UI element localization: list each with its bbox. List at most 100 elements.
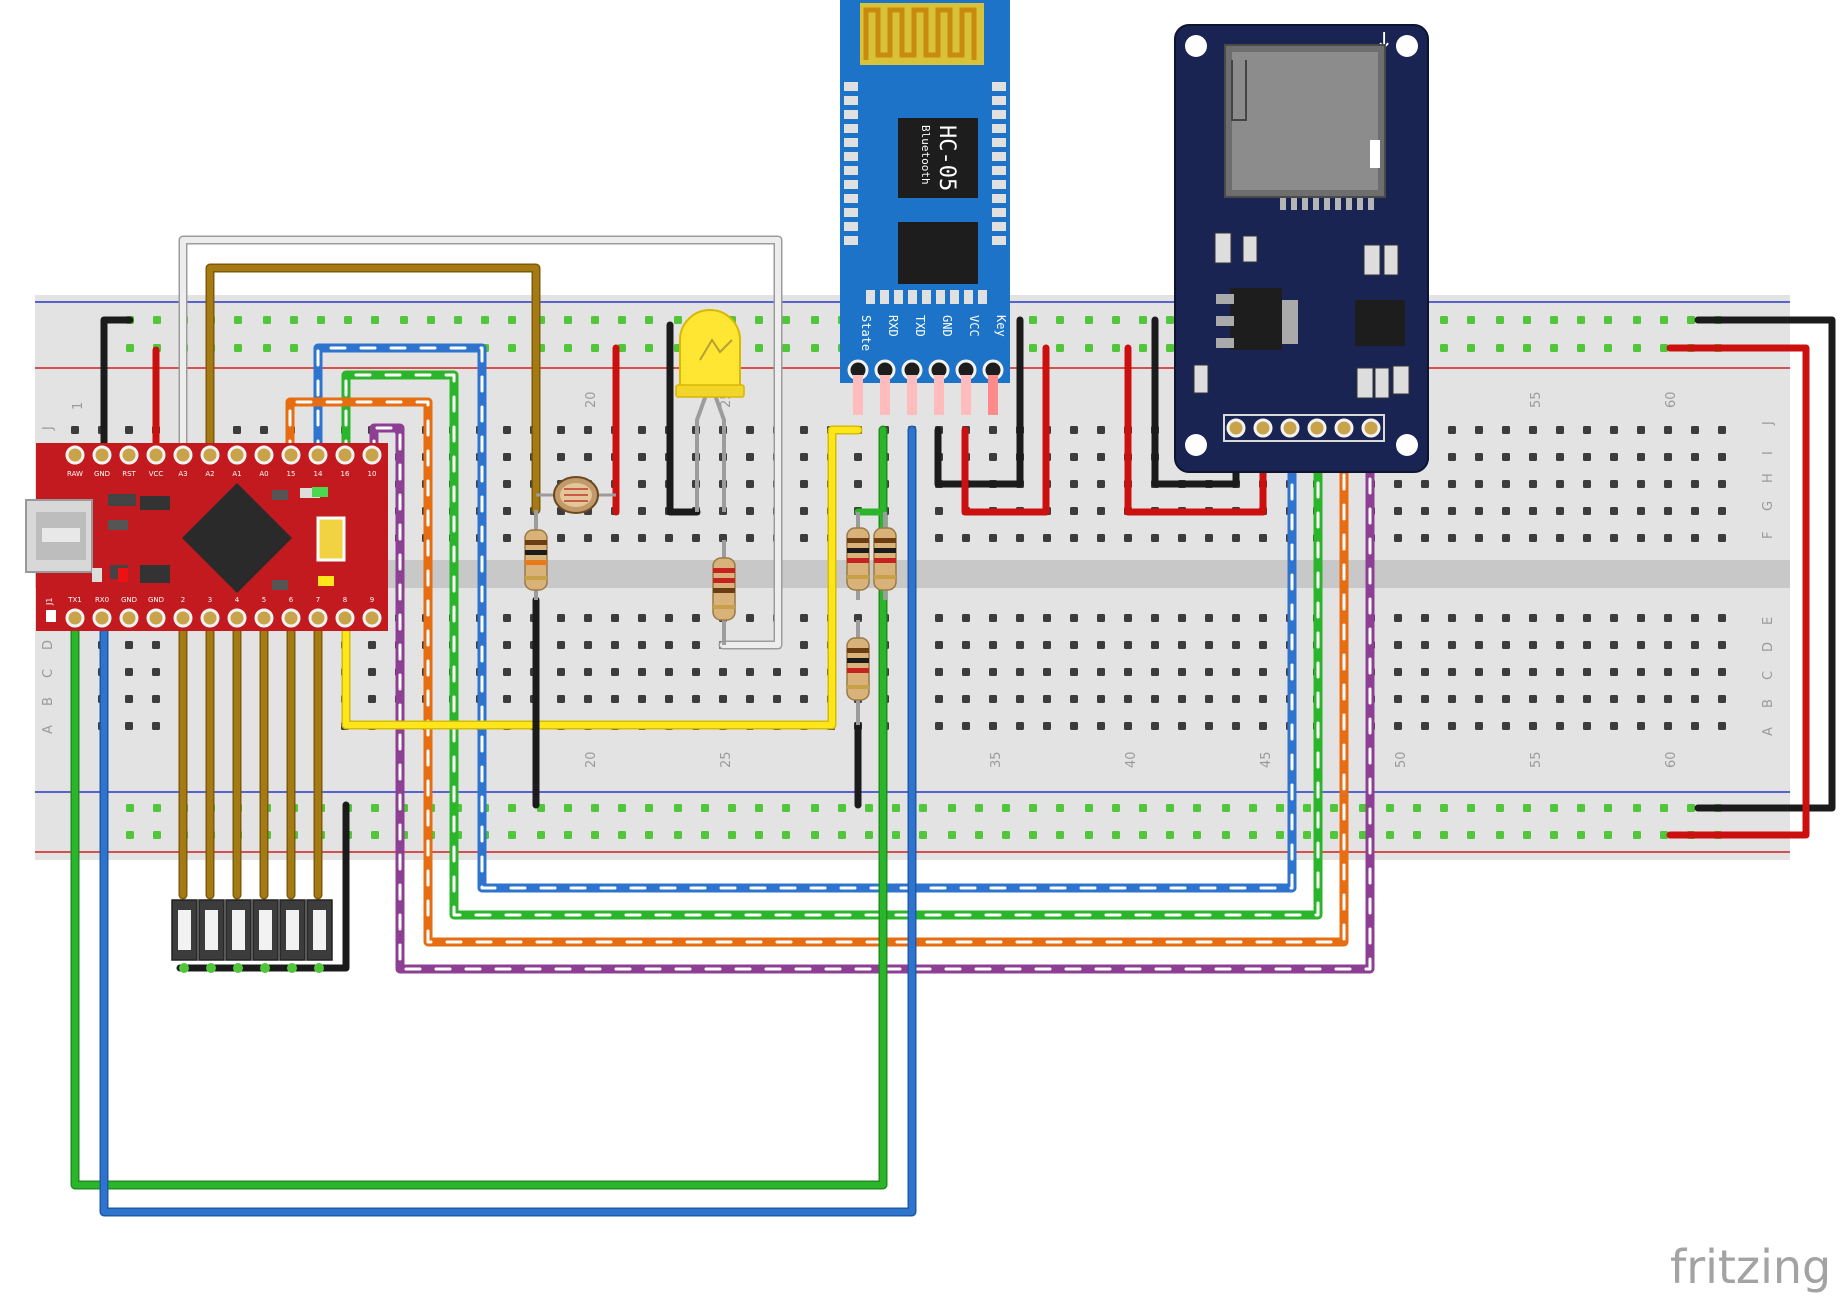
breadboard-hole <box>1151 695 1159 703</box>
sd-slot-pin <box>1368 198 1374 210</box>
rail-hole <box>1604 831 1612 839</box>
bt-pad <box>844 138 858 147</box>
rail-hole <box>1633 316 1641 324</box>
breadboard-hole <box>1178 534 1186 542</box>
column-number: 50 <box>1394 751 1409 768</box>
breadboard-hole <box>1718 453 1726 461</box>
breadboard-hole <box>935 641 943 649</box>
breadboard-hole <box>1691 534 1699 542</box>
column-number: 40 <box>1124 751 1139 768</box>
breadboard-hole <box>1556 668 1564 676</box>
breadboard-hole <box>1475 534 1483 542</box>
breadboard-hole <box>746 695 754 703</box>
breadboard-hole <box>665 695 673 703</box>
breadboard-hole <box>557 641 565 649</box>
breadboard-hole <box>1610 641 1618 649</box>
rail-hole <box>1440 344 1448 352</box>
rail-hole <box>1029 804 1037 812</box>
breadboard-hole <box>1124 668 1132 676</box>
wire-white <box>180 237 781 648</box>
bluetooth-pin-label: GND <box>940 315 954 337</box>
breadboard-hole <box>125 668 133 676</box>
wire-green <box>72 427 886 1188</box>
rail-hole <box>1496 316 1504 324</box>
column-number: 25 <box>719 751 734 768</box>
rail-hole <box>1660 804 1668 812</box>
rail-hole <box>674 831 682 839</box>
breadboard-hole <box>1529 480 1537 488</box>
breadboard-hole <box>1529 722 1537 730</box>
arduino-pin-label: 9 <box>370 596 374 604</box>
rail-hole <box>645 344 653 352</box>
bluetooth-pin-lead <box>934 375 944 415</box>
rail-hole <box>645 804 653 812</box>
breadboard-hole <box>1124 641 1132 649</box>
breadboard-hole <box>1421 668 1429 676</box>
breadboard-hole <box>962 722 970 730</box>
breadboard-hole <box>125 695 133 703</box>
rail-hole <box>701 804 709 812</box>
breadboard-hole <box>1637 695 1645 703</box>
rail-hole <box>1577 344 1585 352</box>
breadboard-hole <box>1232 668 1240 676</box>
arduino-pin-label: RX0 <box>95 596 109 604</box>
breadboard-hole <box>1529 641 1537 649</box>
breadboard-hole <box>1637 426 1645 434</box>
arduino-pin <box>200 608 220 628</box>
breadboard-hole <box>584 614 592 622</box>
rail-hole <box>564 831 572 839</box>
rail-hole <box>564 316 572 324</box>
rail-hole <box>126 831 134 839</box>
breadboard-hole <box>962 534 970 542</box>
breadboard-hole <box>1448 695 1456 703</box>
breadboard-hole <box>1583 668 1591 676</box>
rail-hole <box>782 831 790 839</box>
bluetooth-pin-lead <box>853 375 863 415</box>
breadboard-hole <box>1583 641 1591 649</box>
button-lead <box>260 963 270 973</box>
bluetooth-pin-label: State <box>859 315 873 351</box>
sd-pin <box>1280 418 1300 438</box>
rail-hole <box>1085 344 1093 352</box>
bt-pad <box>936 290 945 304</box>
rail-hole <box>1330 831 1338 839</box>
sd-pin <box>1334 418 1354 438</box>
column-number: 60 <box>1664 391 1679 408</box>
wire-black <box>100 316 134 459</box>
breadboard-hole <box>962 614 970 622</box>
breadboard-hole <box>503 695 511 703</box>
wire-yellow <box>343 427 861 728</box>
breadboard-hole <box>1232 641 1240 649</box>
button-wires <box>178 613 323 900</box>
rail-hole <box>1496 344 1504 352</box>
rail-hole <box>1249 804 1257 812</box>
breadboard-hole <box>1232 614 1240 622</box>
breadboard-hole <box>1475 614 1483 622</box>
led-icon <box>675 309 745 512</box>
breadboard-hole <box>71 426 79 434</box>
button-lead <box>179 963 189 973</box>
column-number: 45 <box>1259 751 1274 768</box>
rail-hole <box>1029 316 1037 324</box>
bluetooth-pin-lead <box>988 375 998 415</box>
breadboard-hole <box>557 695 565 703</box>
breadboard-hole <box>368 695 376 703</box>
push-button-cap <box>259 910 272 950</box>
breadboard-hole <box>935 614 943 622</box>
rail-hole <box>1166 831 1174 839</box>
rail-hole <box>674 804 682 812</box>
sd-pins <box>1226 418 1381 438</box>
breadboard-hole <box>1691 426 1699 434</box>
rail-hole <box>1085 804 1093 812</box>
breadboard-hole <box>1664 695 1672 703</box>
breadboard-hole <box>746 668 754 676</box>
breadboard-hole <box>1610 507 1618 515</box>
rail-hole <box>948 831 956 839</box>
sd-slot-pin <box>1302 198 1308 210</box>
breadboard-hole <box>1097 641 1105 649</box>
arduino-pin <box>335 445 355 465</box>
breadboard-hole <box>1502 722 1510 730</box>
breadboard-hole <box>1097 614 1105 622</box>
arduino-pin-label: 2 <box>181 596 185 604</box>
breadboard-hole <box>1691 722 1699 730</box>
